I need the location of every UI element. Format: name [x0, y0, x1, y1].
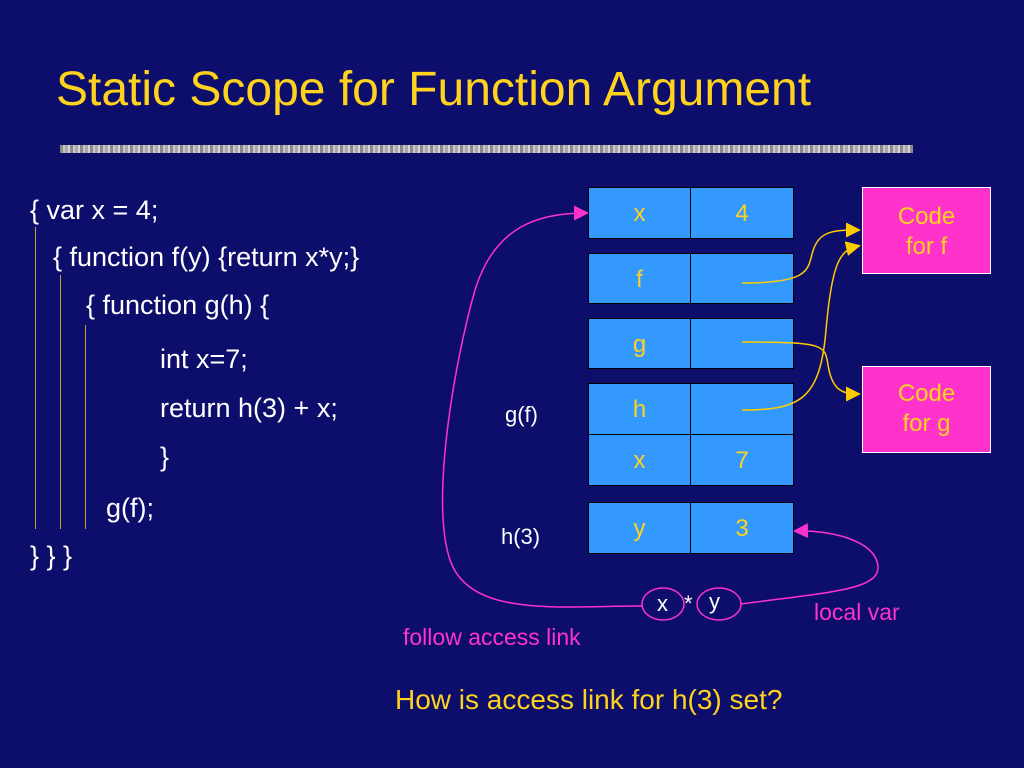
expr-multiply: *: [684, 591, 693, 616]
expr-y-ellipse: [696, 587, 742, 621]
label-follow-access-link: follow access link: [403, 624, 581, 650]
frame-x-name: x: [588, 187, 691, 239]
slide-title: Static Scope for Function Argument: [56, 63, 812, 116]
code-box-f: Code for f: [862, 187, 991, 274]
title-divider: [60, 145, 913, 153]
code-line-3: { function g(h) {: [86, 290, 270, 320]
frame-y-name: y: [588, 502, 691, 554]
code-line-4: int x=7;: [160, 344, 248, 374]
code-line-6: }: [160, 442, 170, 472]
scope-bar-middle: [60, 275, 61, 529]
frame-f-value: [690, 253, 794, 304]
code-line-7: g(f);: [106, 493, 155, 523]
label-h-of-3: h(3): [501, 524, 541, 549]
arrow-f-to-code: [741, 222, 861, 284]
code-line-8: } } }: [30, 541, 73, 571]
arrow-h-to-code-f: [741, 241, 861, 411]
arrow-g-to-code-g: [741, 341, 861, 402]
question-text: How is access link for h(3) set?: [395, 684, 783, 715]
scope-bar-inner: [85, 325, 86, 529]
code-box-g: Code for g: [862, 366, 991, 453]
code-line-1: { var x = 4;: [30, 195, 159, 225]
code-box-f-text: Code for f: [897, 203, 956, 260]
arrow-local-var: [740, 523, 879, 605]
expr-y: y: [709, 589, 720, 614]
frame-h-name: h: [588, 383, 691, 435]
expr-x-ellipse: [641, 587, 685, 621]
code-box-g-text: Code for g: [897, 380, 956, 437]
code-line-2: { function f(y) {return x*y;}: [53, 242, 360, 272]
frame-h-value: [690, 383, 794, 435]
frame-g-name: g: [588, 318, 691, 369]
expr-x: x: [657, 591, 668, 616]
scope-bar-outer: [35, 227, 36, 529]
label-local-var: local var: [814, 599, 900, 625]
frame-x2-name: x: [588, 434, 691, 486]
frame-x-value: 4: [690, 187, 794, 239]
frame-f-name: f: [588, 253, 691, 304]
code-line-5: return h(3) + x;: [160, 393, 338, 423]
frame-x2-value: 7: [690, 434, 794, 486]
label-g-of-f: g(f): [505, 402, 538, 427]
arrow-follow-access-link: [441, 205, 644, 608]
